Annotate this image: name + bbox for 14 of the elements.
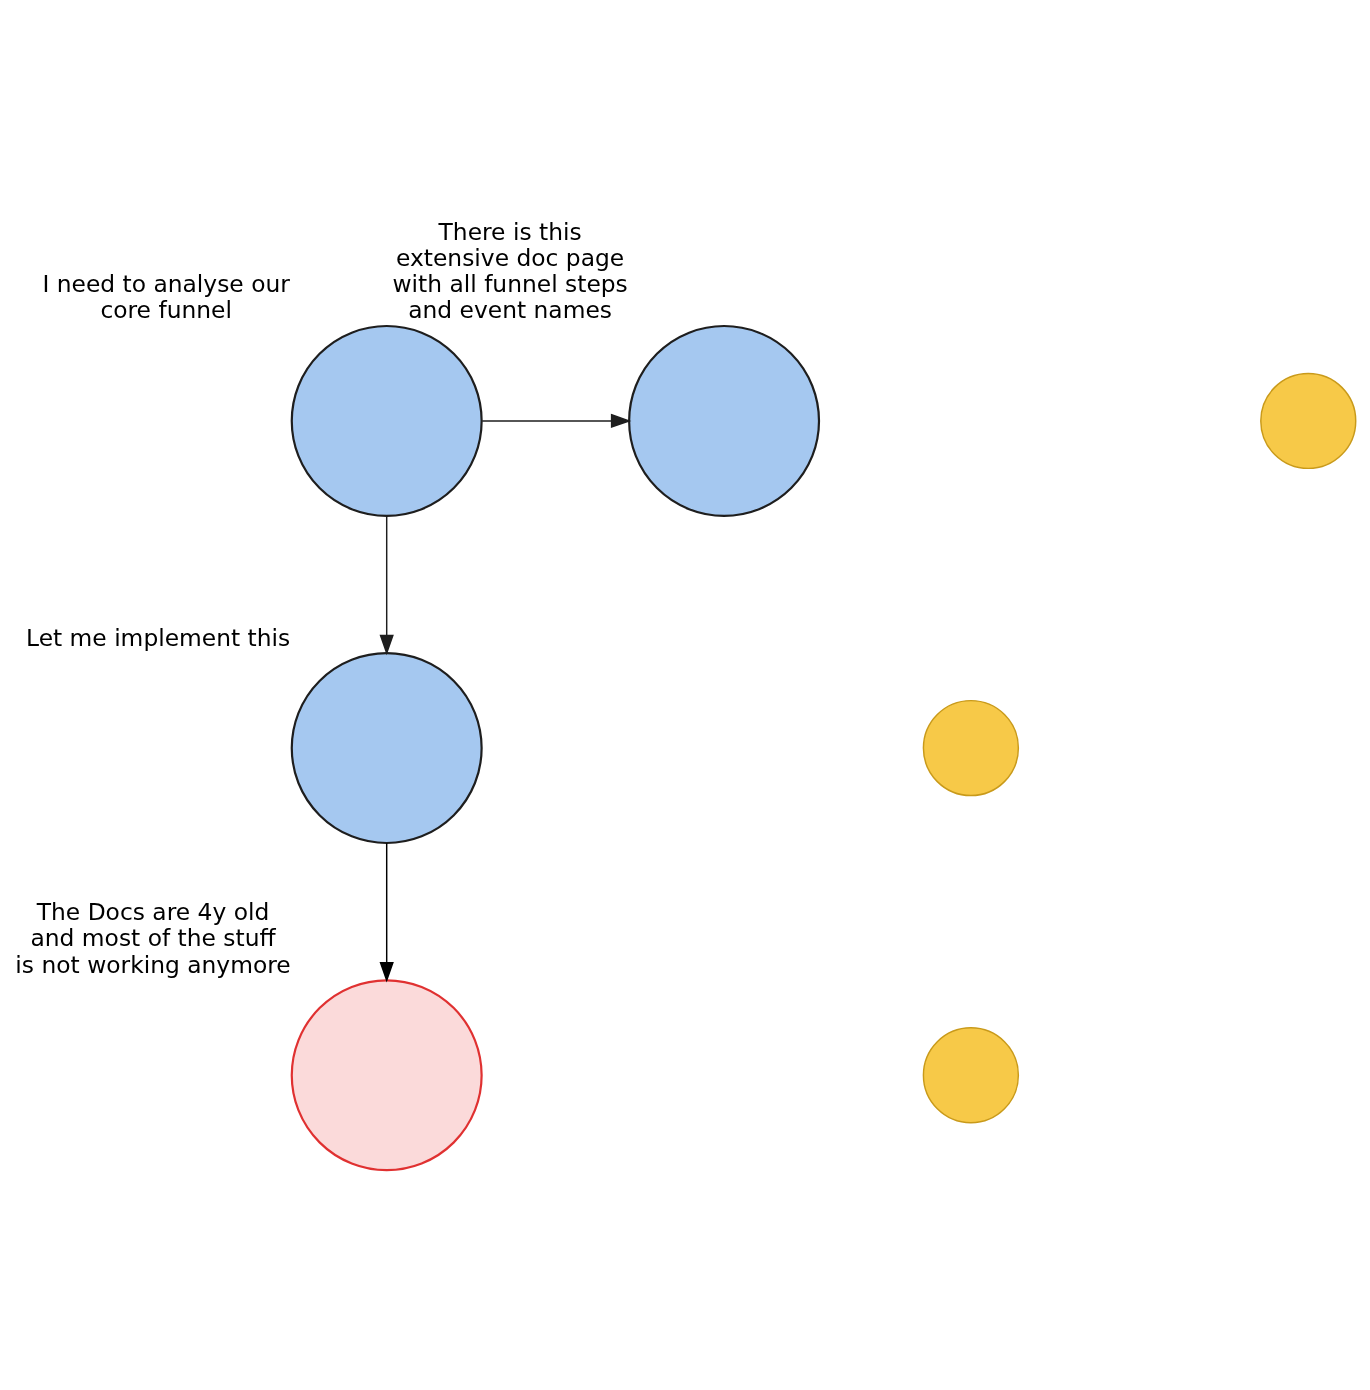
node-circle [1260, 372, 1357, 469]
node-circle [290, 978, 483, 1171]
node-circle [290, 324, 483, 517]
arrow [379, 842, 394, 982]
node-label: There is this extensive doc page with all funnel steps and event names [392, 217, 628, 324]
arrow [481, 413, 632, 428]
node-circle [922, 1026, 1020, 1123]
node-circle [922, 699, 1020, 796]
arrow [379, 514, 394, 655]
node-circle [290, 651, 483, 844]
node-circle [628, 324, 821, 517]
node-label: I need to analyse our core funnel [42, 269, 290, 324]
node-label: The Docs are 4y old and most of the stuff is not working anymore [15, 897, 291, 979]
node-label: Let me implement this [26, 623, 291, 652]
